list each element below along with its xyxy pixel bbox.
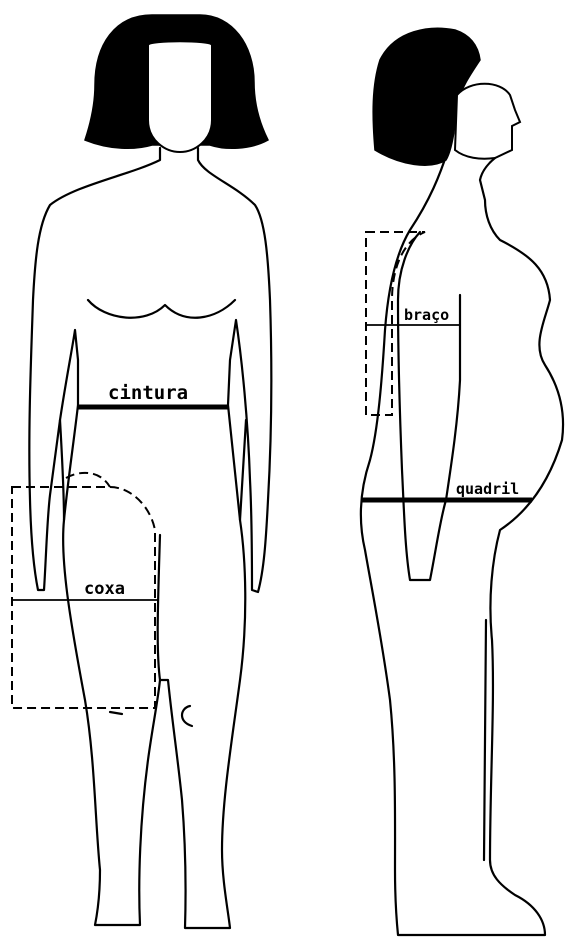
- front-right-arm-inner: [240, 420, 246, 520]
- front-figure: cintura coxa: [12, 15, 271, 928]
- side-arm: [398, 232, 460, 580]
- side-face: [455, 84, 520, 159]
- front-leg-divide: [158, 535, 160, 680]
- front-face: [148, 41, 212, 152]
- front-left-arm-inner: [60, 420, 64, 520]
- side-figure: braço quadril: [361, 28, 563, 935]
- front-knee-left: [110, 712, 122, 714]
- quadril-label: quadril: [456, 480, 519, 498]
- side-leg-divide: [484, 620, 486, 860]
- front-chest-line: [88, 300, 235, 318]
- front-knee-right: [182, 706, 192, 726]
- cintura-label: cintura: [108, 382, 188, 404]
- thigh-dashed-curve: [66, 473, 110, 487]
- side-body-outline: [361, 150, 563, 935]
- coxa-label: coxa: [84, 579, 125, 599]
- braco-label: braço: [404, 306, 449, 324]
- front-body-outline: [29, 148, 271, 928]
